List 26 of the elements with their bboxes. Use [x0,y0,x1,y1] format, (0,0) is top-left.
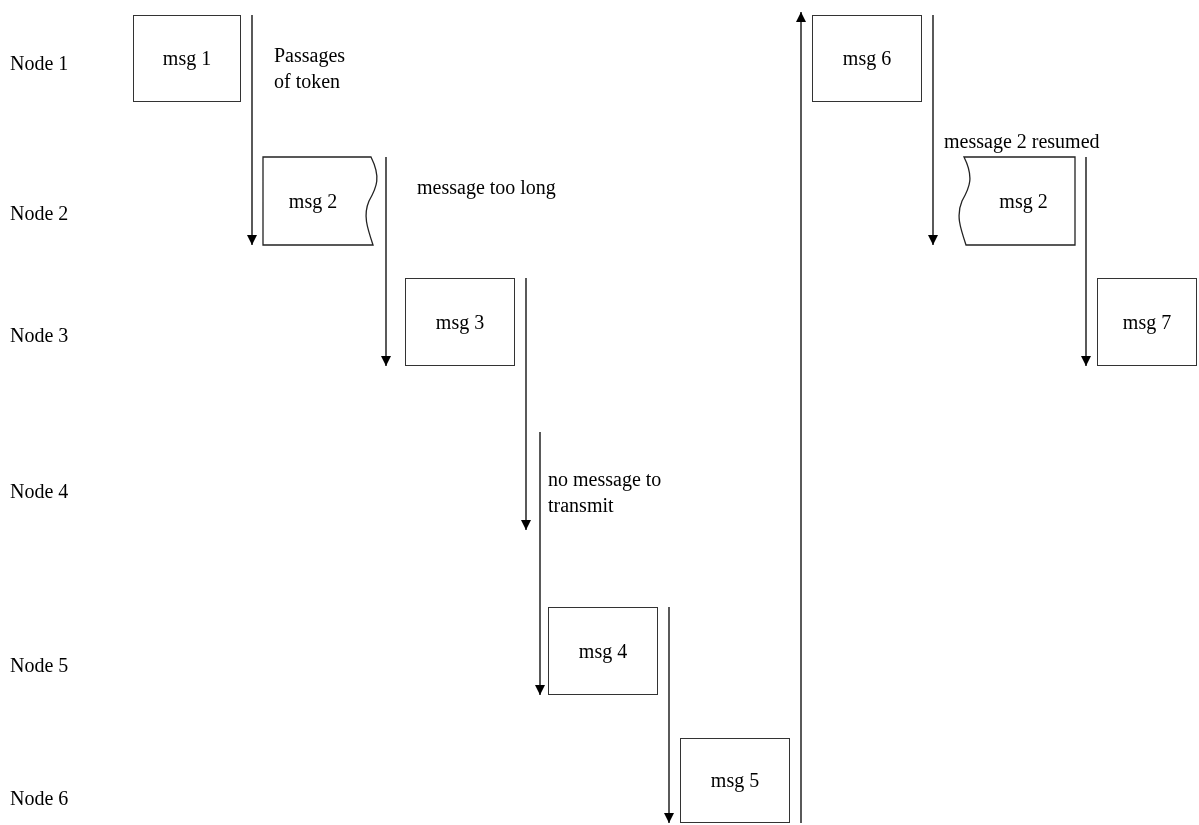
annotation-text: message 2 resumed [944,129,1100,154]
message-box: msg 1 [133,15,241,102]
arrow [664,606,674,824]
annotation-text: message too long [417,175,556,200]
arrow [381,156,391,367]
arrow [535,431,545,696]
torn-message-box: msg 2 [263,157,375,245]
row-label: Node 3 [10,323,69,348]
row-label: Node 1 [10,51,69,76]
message-box: msg 6 [812,15,922,102]
torn-message-box: msg 2 [960,157,1075,245]
row-label: Node 2 [10,201,69,226]
arrow [1081,156,1091,367]
message-box: msg 5 [680,738,790,823]
row-label: Node 6 [10,786,69,811]
arrow [521,277,531,531]
row-label: Node 5 [10,653,69,678]
annotation-text: no message to transmit [548,467,663,518]
arrow [247,14,257,246]
message-box: msg 7 [1097,278,1197,366]
message-box: msg 3 [405,278,515,366]
row-label: Node 4 [10,479,69,504]
arrow [928,14,938,246]
arrow [796,11,806,824]
message-box: msg 4 [548,607,658,695]
annotation-text: Passages of token [274,43,347,94]
